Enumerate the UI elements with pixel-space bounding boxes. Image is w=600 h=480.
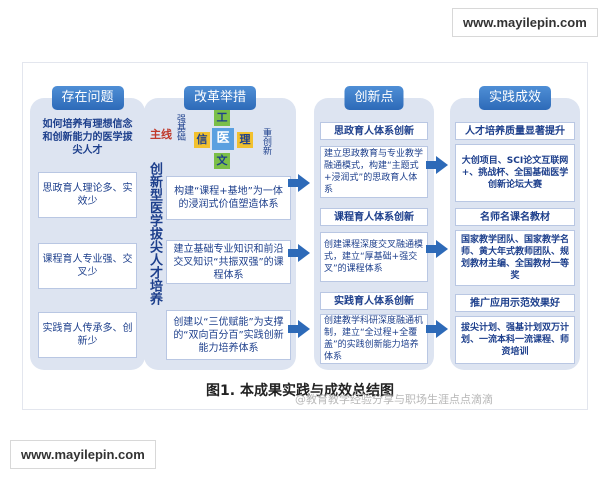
innovation-item-3-head: 实践育人体系创新 bbox=[320, 292, 428, 310]
problem-item-3: 实践育人传承多、创新少 bbox=[38, 312, 137, 358]
arrow-reform-innovation-3 bbox=[288, 320, 310, 338]
column-innovation-title: 创新点 bbox=[344, 86, 404, 110]
tag-top: 工 bbox=[214, 110, 230, 126]
innovation-item-2-body: 创建课程深度交叉融通模式，建立“厚基础+强交叉”的课程体系 bbox=[320, 232, 428, 282]
reform-left-side-tag: 强基础 bbox=[175, 114, 185, 141]
reform-model-label: 创新型医学拔尖人才培养 bbox=[147, 162, 162, 305]
column-results-title: 实践成效 bbox=[478, 86, 552, 110]
tag-center: 医 bbox=[212, 128, 234, 150]
column-problems-title: 存在问题 bbox=[51, 86, 124, 110]
reform-item-3: 创建以“三优赋能”为支撑的“双向百分百”实践创新能力培养体系 bbox=[166, 310, 291, 360]
results-item-2-body: 国家教学团队、国家教学名师、黄大年式教师团队、规划教材主编、全国教材一等奖 bbox=[455, 230, 575, 286]
tag-right: 理 bbox=[237, 132, 253, 148]
results-item-1-body: 大创项目、SCI论文互联网+、挑战杯、全国基础医学创新论坛大赛 bbox=[455, 144, 575, 202]
innovation-item-1-head: 思政育人体系创新 bbox=[320, 122, 428, 140]
innovation-item-2-head: 课程育人体系创新 bbox=[320, 208, 428, 226]
arrow-innovation-results-2 bbox=[426, 240, 448, 258]
watermark-bottom: www.mayilepin.com bbox=[10, 440, 156, 469]
figure-caption: 图1. 本成果实践与成效总结图 bbox=[206, 383, 394, 399]
column-innovation: 创新点 思政育人体系创新 建立思政教育与专业教学融通模式，构建“主题式+浸润式”… bbox=[314, 86, 434, 370]
column-results: 实践成效 人才培养质量显著提升 大创项目、SCI论文互联网+、挑战杯、全国基础医… bbox=[450, 86, 580, 370]
problems-intro: 如何培养有理想信念和创新能力的医学拔尖人才 bbox=[42, 119, 133, 156]
reform-item-1: 构建“课程+基地”为一体的浸润式价值塑造体系 bbox=[166, 176, 291, 220]
watermark-top: www.mayilepin.com bbox=[452, 8, 598, 37]
arrow-reform-innovation-2 bbox=[288, 244, 310, 262]
column-reform: 改革举措 主线 强基础 重创新 工 信 医 理 文 创新型医学拔尖人才培养 构建… bbox=[144, 86, 296, 370]
results-item-2-head: 名师名课名教材 bbox=[455, 208, 575, 226]
problem-item-2: 课程育人专业强、交叉少 bbox=[38, 243, 137, 289]
tag-left: 信 bbox=[194, 132, 210, 148]
mainline-label: 主线 bbox=[150, 128, 172, 141]
results-item-3-body: 拔尖计划、强基计划双万计划、一流本科一流课程、师资培训 bbox=[455, 316, 575, 364]
reform-item-2: 建立基础专业知识和前沿交叉知识“共振双强”的课程体系 bbox=[166, 240, 291, 284]
column-problems: 存在问题 如何培养有理想信念和创新能力的医学拔尖人才 思政育人理论多、实效少 课… bbox=[30, 86, 145, 370]
innovation-item-1-body: 建立思政教育与专业教学融通模式，构建“主题式+浸润式”的思政育人体系 bbox=[320, 146, 428, 198]
innovation-item-3-body: 创建教学科研深度融通机制，建立“全过程+全覆盖”的实践创新能力培养体系 bbox=[320, 314, 428, 364]
reform-right-side-tag: 重创新 bbox=[261, 128, 271, 155]
arrow-innovation-results-3 bbox=[426, 320, 448, 338]
results-item-1-head: 人才培养质量显著提升 bbox=[455, 122, 575, 140]
results-item-3-head: 推广应用示范效果好 bbox=[455, 294, 575, 312]
tag-bottom: 文 bbox=[214, 153, 230, 169]
problem-item-1: 思政育人理论多、实效少 bbox=[38, 172, 137, 218]
arrow-innovation-results-1 bbox=[426, 156, 448, 174]
credit-watermark: @教育教学经验分享与职场生涯点点滴滴 bbox=[295, 393, 493, 406]
column-reform-title: 改革举措 bbox=[183, 86, 257, 110]
arrow-reform-innovation-1 bbox=[288, 174, 310, 192]
